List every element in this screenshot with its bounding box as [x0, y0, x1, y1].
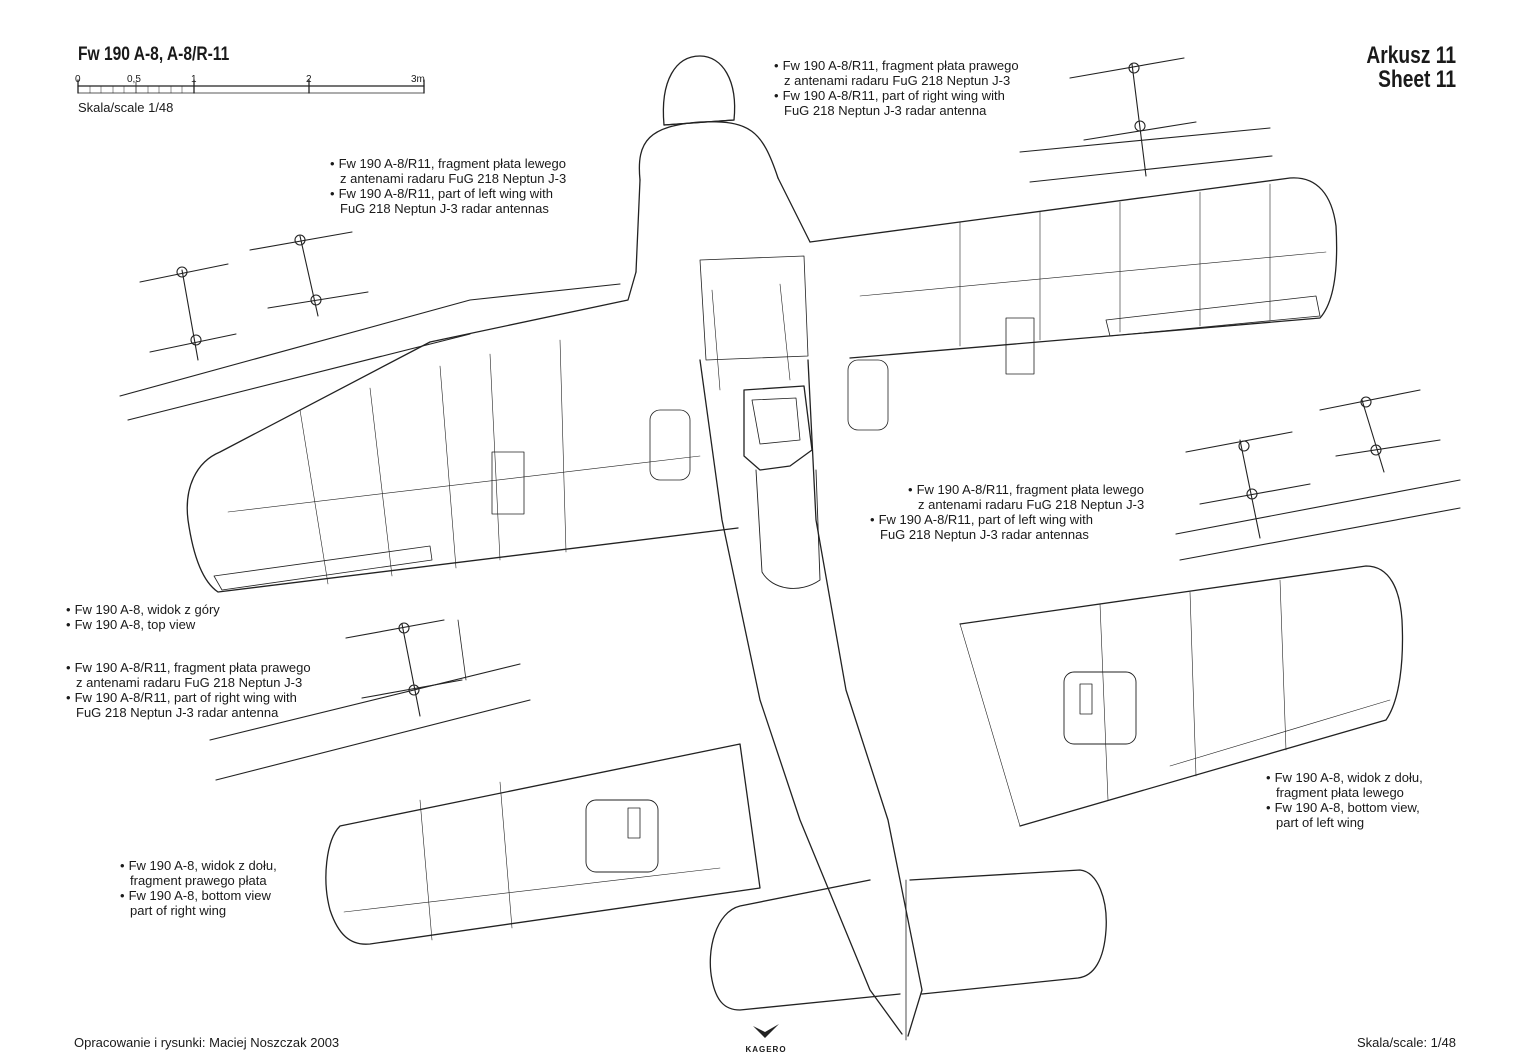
note-line: Fw 190 A-8/R11, fragment płata lewego — [870, 482, 1144, 497]
note-right-wing-radar-top: Fw 190 A-8/R11, fragment płata prawego z… — [774, 58, 1019, 118]
bottom-view-right-wing — [325, 743, 761, 945]
horizontal-tail — [709, 869, 1107, 1011]
left-wing-top — [186, 271, 739, 593]
note-line: Fw 190 A-8/R11, fragment płata prawego — [774, 58, 1019, 73]
note-line: z antenami radaru FuG 218 Neptun J-3 — [918, 497, 1145, 512]
note-left-wing-radar: Fw 190 A-8/R11, fragment płata lewego z … — [330, 156, 567, 216]
sheet-label-en: Sheet 11 — [1378, 66, 1456, 93]
scale-tick-3m: 3m — [411, 74, 425, 85]
sheet-number: Arkusz 11 Sheet 11 — [1366, 44, 1456, 92]
fuselage-right-edge — [807, 359, 923, 1037]
radar-antennas-left-wing-mid — [1175, 389, 1461, 561]
note-line: Fw 190 A-8, widok z dołu, — [120, 858, 277, 873]
note-line: Fw 190 A-8/R11, part of left wing with — [330, 186, 566, 201]
radar-antennas-right-wing-bottom — [209, 619, 531, 781]
scale-tick-2: 2 — [306, 74, 312, 85]
fuselage-left-edge — [699, 359, 903, 1035]
note-line: z antenami radaru FuG 218 Neptun J-3 — [784, 73, 1011, 88]
note-right-wing-radar-bottom: Fw 190 A-8/R11, fragment płata prawego z… — [66, 660, 311, 720]
note-line: Fw 190 A-8/R11, fragment płata prawego — [66, 660, 311, 675]
note-line: FuG 218 Neptun J-3 radar antenna — [76, 705, 279, 720]
bottom-view-left-wing — [959, 565, 1404, 827]
note-bottom-right-wing: Fw 190 A-8, widok z dołu, fragment prawe… — [120, 858, 277, 918]
note-line: FuG 218 Neptun J-3 radar antennas — [880, 527, 1089, 542]
canopy — [743, 385, 813, 471]
sheet-label-pl: Arkusz 11 — [1366, 42, 1456, 69]
top-view-aircraft — [186, 55, 1338, 1041]
note-line: z antenami radaru FuG 218 Neptun J-3 — [340, 171, 567, 186]
right-wing-top — [809, 177, 1338, 359]
note-line: Fw 190 A-8, bottom view — [120, 888, 277, 903]
scale-label: Skala/scale 1/48 — [78, 100, 174, 115]
note-line: Fw 190 A-8, widok z dołu, — [1266, 770, 1423, 785]
scale-bar — [77, 79, 425, 94]
scale-tick-0: 0 — [75, 74, 81, 85]
radar-antennas-right-wing-top — [1019, 57, 1273, 183]
note-line: part of right wing — [130, 903, 227, 918]
spinner — [662, 55, 736, 126]
note-line: Fw 190 A-8/R11, part of right wing with — [774, 88, 1019, 103]
scale-tick-0-5: 0,5 — [127, 74, 141, 85]
note-line: Fw 190 A-8, top view — [66, 617, 220, 632]
drawing-title: Fw 190 A-8, A-8/R-11 — [78, 44, 230, 65]
note-line: fragment prawego płata — [130, 873, 267, 888]
publisher-logo: KAGERO — [730, 1022, 802, 1054]
cowling — [638, 121, 779, 181]
radar-antennas-left-wing-top — [119, 231, 621, 421]
note-line: part of left wing — [1276, 815, 1365, 830]
note-line: Fw 190 A-8/R11, fragment płata lewego — [330, 156, 566, 171]
note-line: FuG 218 Neptun J-3 radar antennas — [340, 201, 549, 216]
note-line: Fw 190 A-8/R11, part of right wing with — [66, 690, 311, 705]
note-left-wing-radar-mid: Fw 190 A-8/R11, fragment płata lewego z … — [870, 482, 1145, 542]
kagero-swoosh-icon — [753, 1024, 779, 1038]
note-line: Fw 190 A-8, bottom view, — [1266, 800, 1423, 815]
note-bottom-left-wing: Fw 190 A-8, widok z dołu, fragment płata… — [1266, 770, 1423, 830]
scale-tick-1: 1 — [191, 74, 197, 85]
footer-scale: Skala/scale: 1/48 — [1356, 1035, 1456, 1050]
note-line: fragment płata lewego — [1276, 785, 1404, 800]
note-line: Fw 190 A-8/R11, part of left wing with — [870, 512, 1144, 527]
credits: Opracowanie i rysunki: Maciej Noszczak 2… — [74, 1035, 340, 1050]
note-top-view: Fw 190 A-8, widok z góry Fw 190 A-8, top… — [66, 602, 220, 632]
note-line: z antenami radaru FuG 218 Neptun J-3 — [76, 675, 303, 690]
publisher-name: KAGERO — [745, 1045, 787, 1054]
note-line: Fw 190 A-8, widok z góry — [66, 602, 220, 617]
note-line: FuG 218 Neptun J-3 radar antenna — [784, 103, 987, 118]
